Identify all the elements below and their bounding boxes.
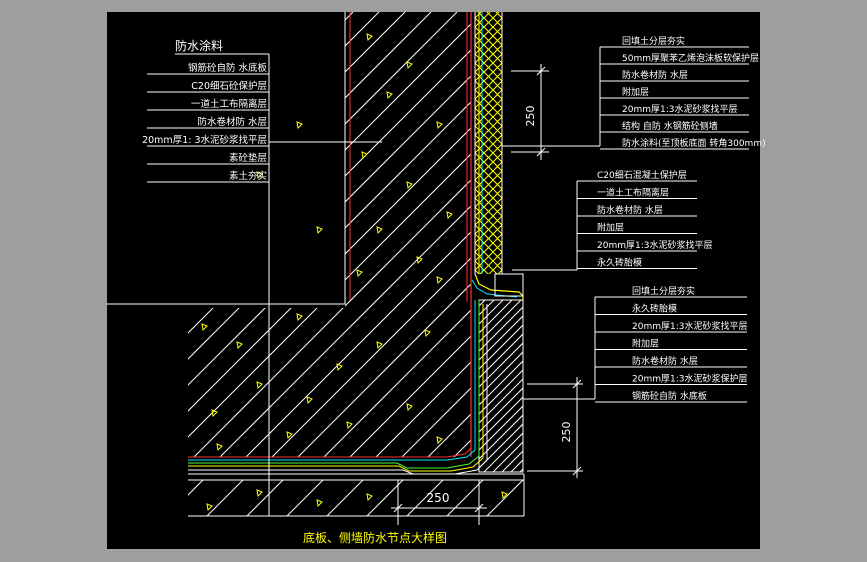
leftLabels-label: 素砼垫层	[229, 152, 267, 164]
rmLabels-label: 防水卷材防 水层	[597, 204, 663, 216]
joint-block	[494, 273, 524, 297]
leftLabels-label: 素土夯实	[229, 170, 267, 182]
leftLabels-label: 一道土工布隔离层	[191, 98, 267, 110]
brick-mould	[479, 300, 523, 472]
left-header-label: 防水涂料	[175, 38, 223, 53]
dimension-top	[511, 64, 549, 160]
rtLabels-label: 回填土分层夯实	[622, 35, 685, 47]
aggregate-marks	[201, 33, 508, 512]
rmLabels-label: 永久砖胎模	[597, 257, 642, 269]
interior-void	[107, 12, 345, 308]
rbLabels-label: 回填土分层夯实	[632, 285, 695, 297]
rmLabels-label: 附加层	[597, 222, 624, 234]
rtLabels-label: 防水卷材防 水层	[622, 69, 688, 81]
rtLabels-label: 结构 自防 水钢筋砼侧墙	[622, 120, 718, 132]
dimension-top-label: 250	[524, 106, 537, 127]
rmLabels-label: 一道土工布隔离层	[597, 187, 669, 199]
leftLabels-label: C20细石砼保护层	[191, 80, 267, 92]
rbLabels-label: 防水卷材防 水层	[632, 355, 698, 367]
base-concrete	[188, 479, 524, 516]
membrane-joint	[474, 273, 524, 300]
rtLabels-label: 20mm厚1:3水泥砂浆找平层	[622, 103, 737, 115]
room-outline	[107, 12, 346, 305]
leftLabels-label: 钢筋砼自防 水底板	[188, 62, 268, 74]
rtLabels-label: 附加层	[622, 86, 649, 98]
rbLabels-label: 永久砖胎模	[632, 303, 677, 315]
rbLabels-label: 附加层	[632, 338, 659, 350]
leftLabels-label: 防水卷材防 水层	[197, 116, 267, 128]
bottom-layers	[188, 300, 524, 475]
rbLabels-label: 20mm厚1:3水泥砂浆保护层	[632, 373, 747, 385]
rmLabels-label: 20mm厚1:3水泥砂浆找平层	[597, 239, 712, 251]
dimension-right	[527, 377, 583, 478]
rbLabels-label: 20mm厚1:3水泥砂浆找平层	[632, 320, 747, 332]
dimension-right-label: 250	[560, 422, 573, 443]
rmLabels-label: C20细石混凝土保护层	[597, 169, 687, 181]
waterproofing-detail-drawing: 250 250 250 防水涂料 钢筋砼自防 水底板C20细石砼保护层一道土工布…	[107, 12, 766, 545]
dimension-bottom	[391, 480, 487, 525]
rbLabels-label: 钢筋砼自防 水底板	[632, 390, 707, 402]
rtLabels-label: 防水涂料(至顶板底面 转角300mm)	[622, 137, 766, 149]
leftLabels-label: 20mm厚1: 3水泥砂浆找平层	[142, 134, 267, 146]
rtLabels-label: 50mm厚聚苯乙烯泡沫板软保护层	[622, 52, 759, 64]
drawing-title: 底板、侧墙防水节点大样图	[303, 530, 447, 545]
dimension-bottom-label: 250	[427, 491, 450, 505]
